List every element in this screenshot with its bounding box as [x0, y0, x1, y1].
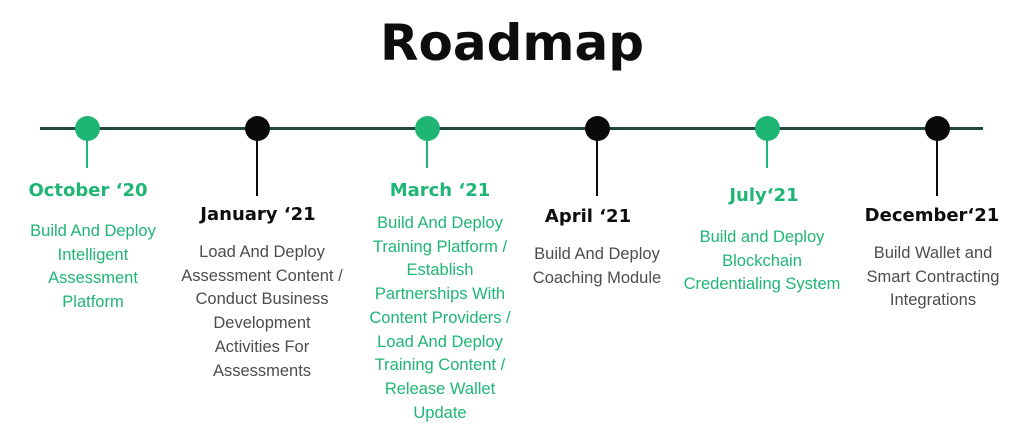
- milestone-date-july-21: July‘21: [729, 185, 799, 206]
- milestone-node-october-20: [74, 116, 100, 141]
- milestone-description-october-20: Build And Deploy Intelligent Assessment …: [30, 222, 156, 312]
- milestone-description-march-21: Build And Deploy Training Platform / Est…: [369, 214, 511, 422]
- milestone-date-december-21: December‘21: [864, 205, 1000, 226]
- milestone-description-april-21: Build And Deploy Coaching Module: [532, 245, 662, 287]
- milestone-date-march-21: March ‘21: [389, 180, 491, 201]
- milestone-stem-april-21: [596, 128, 598, 196]
- milestone-node-april-21: [584, 116, 610, 141]
- milestone-date-april-21: April ‘21: [544, 206, 632, 227]
- milestone-description-january-21: Load And Deploy Assessment Content / Con…: [181, 243, 343, 380]
- milestone-stem-january-21: [256, 128, 258, 196]
- milestone-node-march-21: [414, 116, 440, 141]
- milestone-date-october-20: October ‘20: [28, 180, 148, 201]
- milestone-stem-march-21: [426, 128, 428, 168]
- milestone-description-december-21: Build Wallet and Smart Contracting Integ…: [866, 244, 1000, 310]
- milestone-node-december-21: [924, 116, 950, 141]
- timeline-line: [40, 127, 983, 130]
- milestone-node-july-21: [754, 116, 780, 141]
- milestone-date-january-21: January ‘21: [200, 204, 316, 225]
- milestone-stem-july-21: [766, 128, 768, 168]
- roadmap-title: Roadmap: [379, 14, 644, 72]
- milestone-description-july-21: Build and Deploy Blockchain Credentialin…: [683, 228, 841, 294]
- milestone-node-january-21: [244, 116, 270, 141]
- milestone-stem-december-21: [936, 128, 938, 196]
- milestone-stem-october-20: [86, 128, 88, 168]
